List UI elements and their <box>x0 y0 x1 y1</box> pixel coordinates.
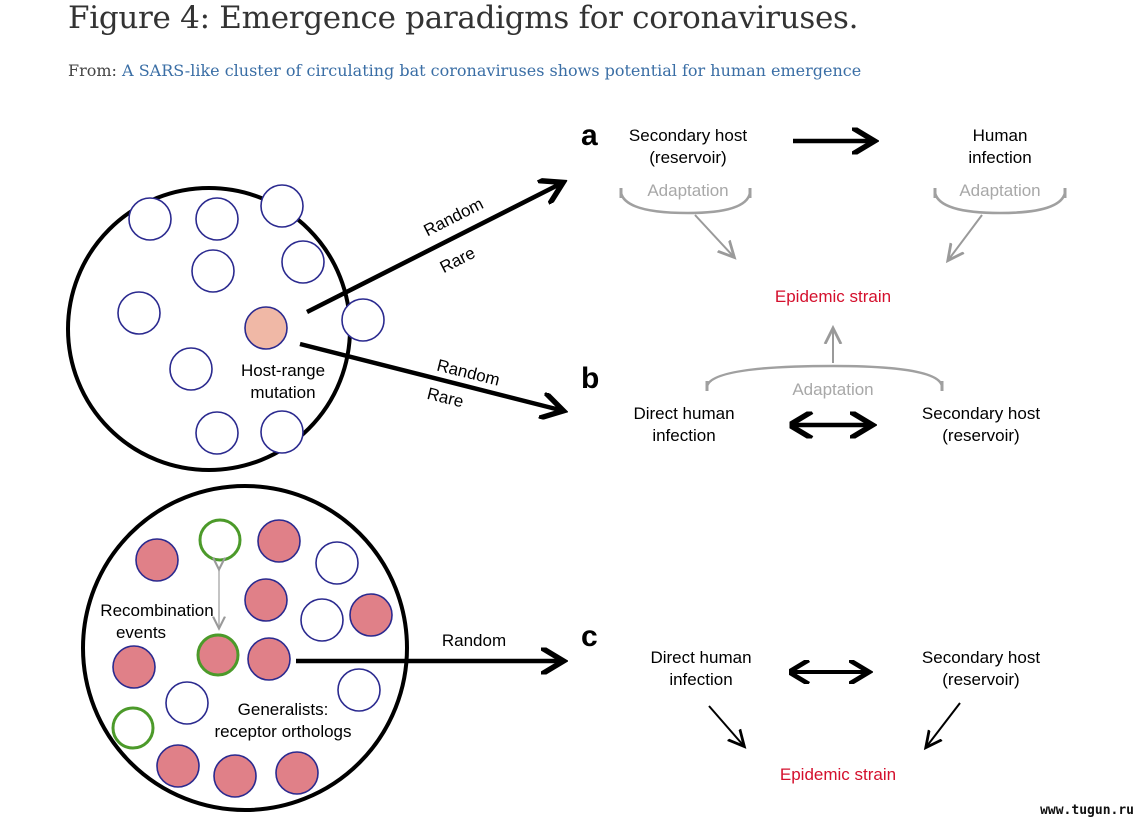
panel-a-secondary-host-line2: (reservoir) <box>649 148 726 167</box>
virus-particle <box>169 347 213 391</box>
panel-b: Adaptation b Direct human infection Seco… <box>581 330 1040 445</box>
virus-particle <box>128 197 172 241</box>
panel-b-adaptation: Adaptation <box>792 380 873 399</box>
virus-particle <box>195 411 239 455</box>
panel-b-letter: b <box>581 362 599 395</box>
host-range-mutant-virus <box>244 306 288 350</box>
generalist-virus <box>213 754 257 798</box>
arrow-a-label-rare: Rare <box>437 243 478 277</box>
virus-particle <box>191 249 235 293</box>
panel-c-arrow-right-to-epidemic <box>927 702 961 746</box>
panel-a-adaptation-bracket-left <box>619 192 752 215</box>
generalist-virus <box>349 593 393 637</box>
virus-particle <box>300 598 344 642</box>
recombinant-virus-mid <box>196 633 240 677</box>
panel-b-direct-human-line2: infection <box>652 426 715 445</box>
generalist-virus <box>112 645 156 689</box>
panel-a-human-line1: Human <box>973 126 1028 145</box>
generalist-virus <box>257 519 301 563</box>
panel-a-secondary-host-line1: Secondary host <box>629 126 747 145</box>
panel-c-direct-human-line2: infection <box>669 670 732 689</box>
panel-a-adaptation-right: Adaptation <box>959 181 1040 200</box>
panel-b-secondary-host-line2: (reservoir) <box>942 426 1019 445</box>
panel-b-direct-human-line1: Direct human <box>633 404 734 423</box>
figure-title: Figure 4: Emergence paradigms for corona… <box>68 0 859 36</box>
recombination-label-line1: Recombination <box>100 601 213 620</box>
generalists-label-line1: Generalists: <box>238 700 329 719</box>
generalist-virus <box>275 751 319 795</box>
top-viruses <box>117 184 385 455</box>
watermark: www.tugun.ru <box>1040 803 1134 818</box>
panel-a-adaptation-left: Adaptation <box>647 181 728 200</box>
virus-particle <box>341 298 385 342</box>
panel-b-adaptation-bracket <box>705 364 944 387</box>
panel-c-secondary-host-line1: Secondary host <box>922 648 1040 667</box>
generalist-virus <box>156 744 200 788</box>
virus-particle <box>117 291 161 335</box>
generalist-viruses <box>112 519 393 798</box>
generalist-virus <box>135 538 179 582</box>
panel-c-epidemic-strain: Epidemic strain <box>780 765 896 784</box>
virus-particle <box>337 668 381 712</box>
panel-c-arrow-left-to-epidemic <box>708 705 743 745</box>
panel-b-bracket-ticks <box>705 381 944 391</box>
panel-a-bracket-ticks-left <box>619 188 752 198</box>
arrow-to-panel-a <box>305 184 560 315</box>
panel-a-adaptation-arrow-left <box>694 214 733 256</box>
panel-a: a Secondary host (reservoir) Human infec… <box>581 119 1067 306</box>
panel-a-epidemic-strain: Epidemic strain <box>775 287 891 306</box>
source-article-link[interactable]: A SARS-like cluster of circulating bat c… <box>122 61 862 80</box>
virus-particle <box>315 541 359 585</box>
mutation-label-line2: mutation <box>250 383 315 402</box>
arrow-a-label-random: Random <box>421 194 487 240</box>
recombinant-virus-low <box>111 706 155 750</box>
virus-particle <box>281 240 325 284</box>
arrow-c-label-random: Random <box>442 631 506 650</box>
panel-c: c Direct human infection Secondary host … <box>581 620 1040 784</box>
panel-a-letter: a <box>581 119 598 152</box>
virus-particle <box>165 681 209 725</box>
bottom-virus-population: Recombination events Generalists: recept… <box>81 484 409 812</box>
arrow-to-panel-b <box>299 341 560 410</box>
arrow-b-label-rare: Rare <box>425 384 465 411</box>
panel-c-letter: c <box>581 620 598 653</box>
virus-particle <box>195 197 239 241</box>
virus-particle <box>260 410 304 454</box>
virus-particle <box>260 184 304 228</box>
source-line: From: A SARS-like cluster of circulating… <box>68 61 861 80</box>
panel-a-adaptation-arrow-right <box>949 214 983 259</box>
panel-a-human-line2: infection <box>968 148 1031 167</box>
bottom-plain-viruses <box>165 541 381 725</box>
generalist-virus <box>244 578 288 622</box>
panel-a-bracket-ticks-right <box>933 188 1067 198</box>
recombinant-virus-top <box>198 518 242 562</box>
recombination-label-line2: events <box>116 623 166 642</box>
mutation-label-line1: Host-range <box>241 361 325 380</box>
from-label: From: <box>68 61 117 80</box>
panel-c-direct-human-line1: Direct human <box>650 648 751 667</box>
generalist-virus <box>247 637 291 681</box>
top-virus-population: Host-range mutation <box>66 184 385 472</box>
generalists-label-line2: receptor orthologs <box>214 722 351 741</box>
panel-a-adaptation-bracket-right <box>933 192 1067 215</box>
panel-b-secondary-host-line1: Secondary host <box>922 404 1040 423</box>
panel-c-secondary-host-line2: (reservoir) <box>942 670 1019 689</box>
